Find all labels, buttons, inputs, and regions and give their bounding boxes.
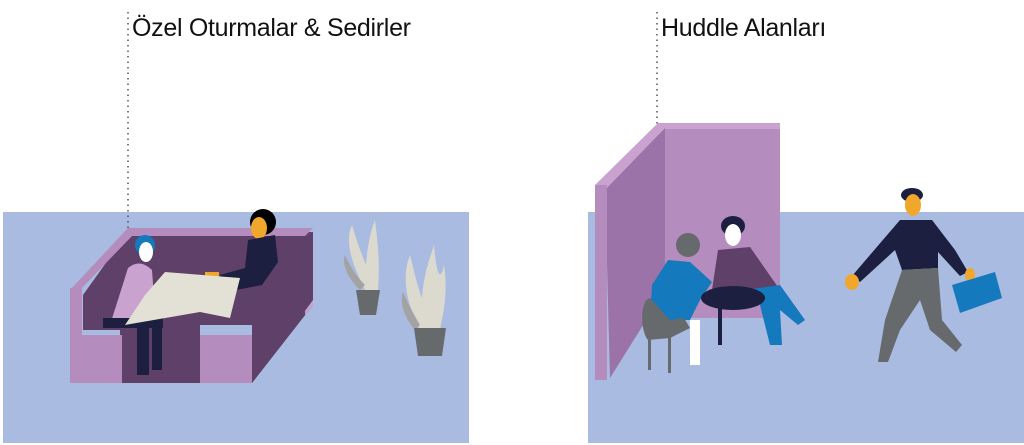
- briefcase: [952, 272, 1002, 313]
- huddle-people: [642, 216, 805, 373]
- section-title-huddle-areas: Huddle Alanları: [661, 14, 827, 42]
- section-title-private-seating: Özel Oturmalar & Sedirler: [132, 14, 411, 42]
- plant-2: [401, 245, 446, 356]
- newspaper: [125, 272, 240, 325]
- person-walking: [845, 188, 1002, 362]
- plant-1: [343, 220, 380, 315]
